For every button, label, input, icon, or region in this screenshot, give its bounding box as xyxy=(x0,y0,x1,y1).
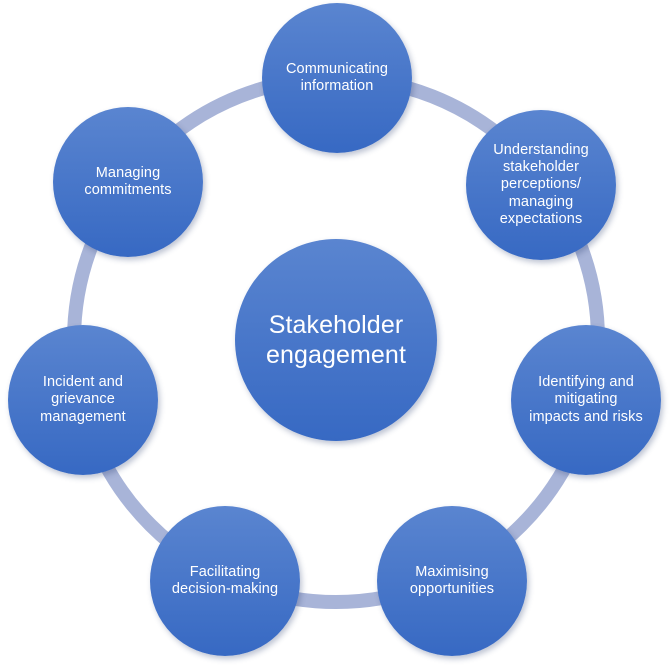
node-facilitating-decision-making: Facilitatingdecision-making xyxy=(150,506,300,656)
node-identifying-mitigating-impacts-risks: Identifying andmitigatingimpacts and ris… xyxy=(511,325,661,475)
node-incident-grievance-management: Incident andgrievancemanagement xyxy=(8,325,158,475)
node-maximising-opportunities: Maximisingopportunities xyxy=(377,506,527,656)
node-label-managing-commitments: Managingcommitments xyxy=(84,164,172,198)
node-managing-commitments: Managingcommitments xyxy=(53,107,203,257)
node-label-maximising-opportunities: Maximisingopportunities xyxy=(409,563,495,597)
node-label-identifying-mitigating-impacts-risks: Identifying andmitigatingimpacts and ris… xyxy=(529,373,643,425)
node-understanding-stakeholder-perceptions: Understandingstakeholderperceptions/mana… xyxy=(466,110,616,260)
center-node-stakeholder-engagement: Stakeholderengagement xyxy=(235,239,437,441)
node-communicating-information: Communicatinginformation xyxy=(262,3,412,153)
node-label-understanding-stakeholder-perceptions: Understandingstakeholderperceptions/mana… xyxy=(493,141,589,228)
node-label-incident-grievance-management: Incident andgrievancemanagement xyxy=(40,373,126,425)
node-label-facilitating-decision-making: Facilitatingdecision-making xyxy=(171,563,279,597)
node-label-communicating-information: Communicatinginformation xyxy=(285,60,389,94)
center-node-label: Stakeholderengagement xyxy=(265,310,406,370)
